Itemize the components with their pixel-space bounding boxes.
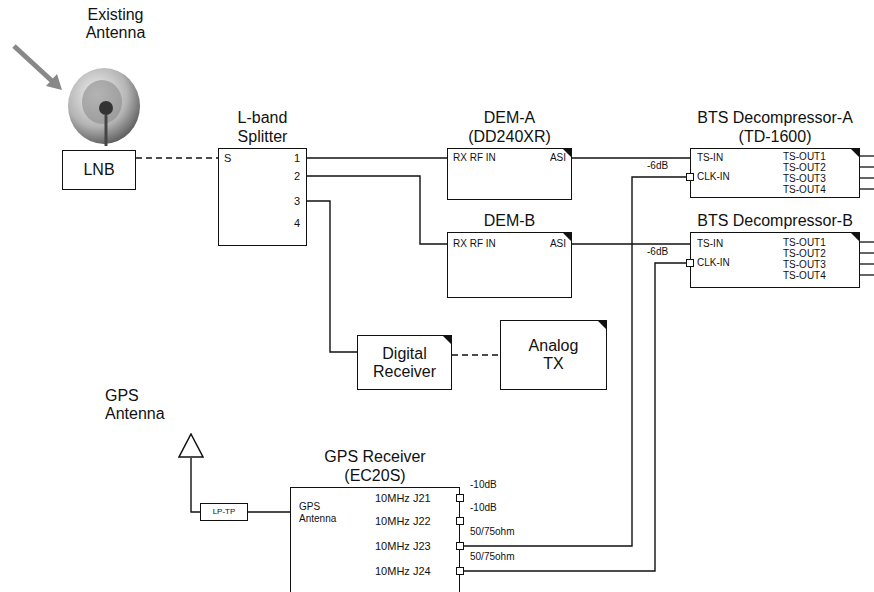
impedance-label: 50/75ohm xyxy=(469,526,515,538)
port-name: TS-OUT2 xyxy=(783,248,826,260)
signal-wire xyxy=(307,176,447,244)
port-name: 10MHz J21 xyxy=(375,492,431,505)
transmitter-box: Analog TX xyxy=(500,320,607,390)
box-heading: GPS Receiver (EC20S) xyxy=(300,448,450,485)
decompressor-box: BTS Decompressor-BTS-INCLK-INTS-OUT1TS-O… xyxy=(690,232,860,288)
port-name: TS-IN xyxy=(697,238,723,250)
port-name: TS-OUT1 xyxy=(783,237,826,249)
port-name: TS-OUT4 xyxy=(783,270,826,282)
port-name: 10MHz J24 xyxy=(375,565,431,578)
lnb-box: LNB xyxy=(62,150,136,190)
antenna-triangle xyxy=(179,434,203,457)
port-name: TS-OUT3 xyxy=(783,259,826,271)
box-label: Digital Receiver xyxy=(363,344,446,381)
port-jack xyxy=(456,542,464,550)
signal-wire xyxy=(307,201,357,352)
port-name: 1 xyxy=(294,152,300,165)
port-jack xyxy=(686,173,694,181)
port-name: RX RF IN xyxy=(453,152,496,164)
receiver-box: Digital Receiver xyxy=(357,335,452,390)
port-name: GPS Antenna xyxy=(105,387,175,424)
signal-wire xyxy=(191,458,200,512)
corner-mark xyxy=(563,149,571,157)
attenuation-label: -6dB xyxy=(646,160,669,172)
corner-mark xyxy=(851,149,859,157)
signal-wire xyxy=(248,511,290,512)
demodulator-box: DEM-BRX RF INASI xyxy=(447,232,572,298)
port-name: S xyxy=(224,152,231,165)
port-name: 10MHz J23 xyxy=(375,540,431,553)
port-name: 10MHz J22 xyxy=(375,515,431,528)
port-name: TS-OUT4 xyxy=(783,184,826,196)
port-jack xyxy=(456,567,464,575)
port-jack xyxy=(686,259,694,267)
signal-wire xyxy=(307,157,447,158)
signal-wire xyxy=(572,157,690,158)
port-name: TS-OUT1 xyxy=(783,151,826,163)
signal-wire xyxy=(460,263,690,571)
port-name: GPS Antenna xyxy=(299,501,344,524)
port-name: TS-OUT2 xyxy=(783,162,826,174)
corner-mark xyxy=(563,233,571,241)
dish-illustration xyxy=(68,68,140,146)
corner-mark xyxy=(598,321,606,329)
signal-wire xyxy=(572,243,690,244)
demodulator-box: DEM-A (DD240XR)RX RF INASI xyxy=(447,148,572,200)
box-heading: BTS Decompressor-B xyxy=(697,212,853,230)
box-label: LNB xyxy=(83,161,114,179)
corner-mark xyxy=(443,336,451,344)
attenuation-label: -6dB xyxy=(646,246,669,258)
port-name: 3 xyxy=(294,195,300,208)
attenuation-label: -10dB xyxy=(469,479,498,491)
port-name: 4 xyxy=(294,217,300,230)
port-name: RX RF IN xyxy=(453,238,496,250)
port-name: CLK-IN xyxy=(697,257,730,269)
box-label: Analog TX xyxy=(523,337,585,374)
decompressor-box: BTS Decompressor-A (TD-1600)TS-INCLK-INT… xyxy=(690,148,860,198)
port-name: 2 xyxy=(294,170,300,183)
box-label: LP-TP xyxy=(213,507,236,516)
signal-wire xyxy=(136,157,218,158)
port-jack xyxy=(456,494,464,502)
attenuation-label: -10dB xyxy=(469,502,498,514)
output-stubs xyxy=(860,156,874,275)
port-name: TS-IN xyxy=(697,152,723,164)
port-jack xyxy=(456,517,464,525)
gps-antenna: GPS Antenna xyxy=(100,385,212,458)
antenna-caption: Existing Antenna xyxy=(72,6,159,43)
box-heading: BTS Decompressor-A (TD-1600) xyxy=(685,109,865,146)
port-name: TS-OUT3 xyxy=(783,173,826,185)
filter-box: LP-TP xyxy=(200,503,248,521)
box-heading: DEM-A (DD240XR) xyxy=(455,109,565,146)
splitter-box: L-band SplitterS1234 xyxy=(218,148,307,246)
box-heading: DEM-B xyxy=(484,212,536,230)
signal-wire xyxy=(452,354,500,355)
port-name: CLK-IN xyxy=(697,171,730,183)
box-heading: L-band Splitter xyxy=(218,109,308,146)
pointer-arrow xyxy=(14,46,62,90)
antenna-symbol xyxy=(178,433,204,458)
gps-receiver-box: GPS Receiver (EC20S)GPS Antenna10MHz J21… xyxy=(290,487,460,592)
corner-mark xyxy=(851,233,859,241)
impedance-label: 50/75ohm xyxy=(469,551,515,563)
